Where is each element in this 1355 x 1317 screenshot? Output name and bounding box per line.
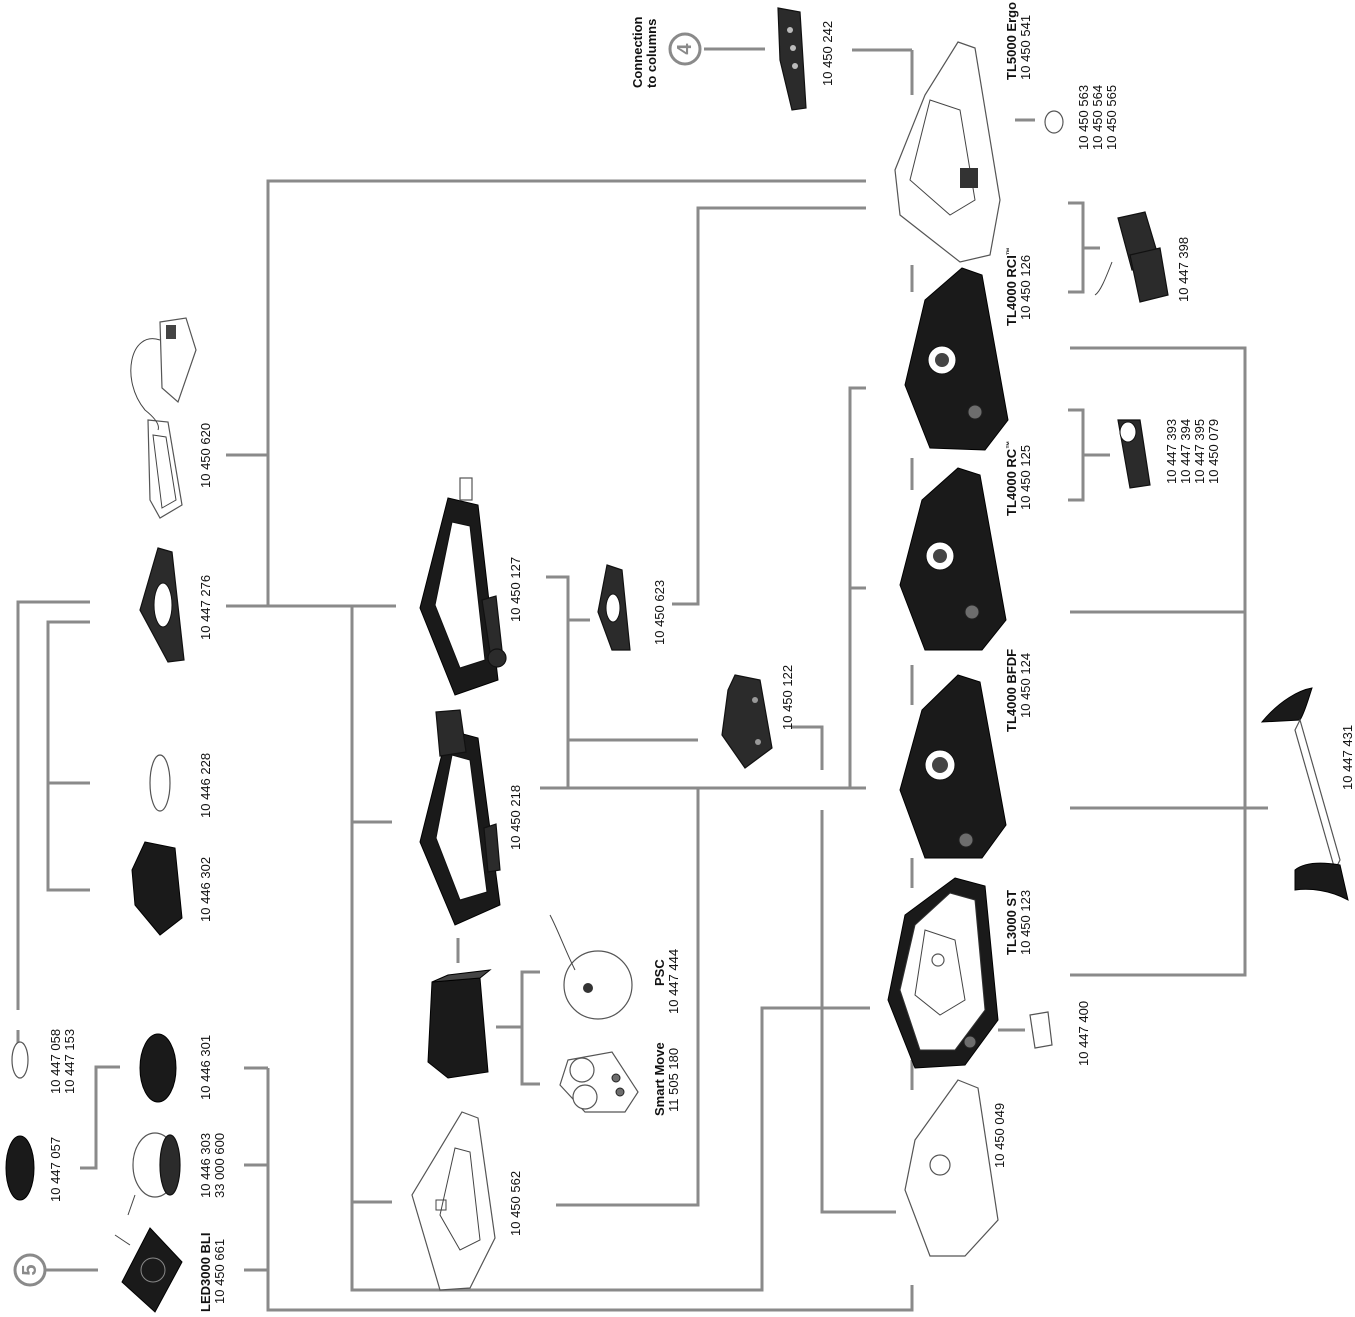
code-10450623: 10 450 623 bbox=[652, 580, 667, 645]
tl4000-rc-code: 10 450 125 bbox=[1018, 445, 1033, 510]
code-10447276: 10 447 276 bbox=[198, 575, 213, 640]
light-pad-620 bbox=[130, 317, 197, 519]
code-10447153: 10 447 153 bbox=[62, 1029, 77, 1094]
code-10446303: 10 446 303 bbox=[198, 1133, 213, 1198]
tl5000-ergo-base bbox=[894, 41, 1001, 263]
code-10450563: 10 450 563 bbox=[1076, 85, 1091, 150]
code-10447057: 10 447 057 bbox=[48, 1137, 63, 1202]
code-10450127: 10 450 127 bbox=[508, 557, 523, 622]
tl3000-st-name: TL3000 ST bbox=[1004, 890, 1019, 955]
connection-label-1: Connection bbox=[630, 16, 645, 88]
mechanical-stage-127 bbox=[419, 477, 507, 696]
code-10447058: 10 447 058 bbox=[48, 1029, 63, 1094]
tl4000-rci-code: 10 450 126 bbox=[1018, 255, 1033, 320]
tl4000-bfdf-name: TL4000 BFDF bbox=[1004, 649, 1019, 732]
connector-lines bbox=[16, 47, 1268, 1312]
smart-move-controller-part bbox=[559, 1051, 639, 1113]
code-10447398: 10 447 398 bbox=[1176, 237, 1191, 302]
code-10447393: 10 447 393 bbox=[1164, 419, 1179, 484]
dark-ring-302 bbox=[131, 841, 183, 936]
tl4000-rc-name: TL4000 RC™ bbox=[1004, 441, 1019, 516]
column-connector-part bbox=[777, 7, 807, 111]
led3000-bli-name: LED3000 BLI bbox=[198, 1233, 213, 1312]
armrest-part bbox=[1260, 687, 1349, 901]
code-10450122: 10 450 122 bbox=[780, 665, 795, 730]
connection-label-2: to columns bbox=[644, 19, 659, 88]
smart-move-code: 11 505 180 bbox=[666, 1048, 681, 1112]
dark-filter-057 bbox=[5, 1135, 35, 1201]
holder-block-part bbox=[721, 674, 773, 769]
svg-text:4: 4 bbox=[674, 43, 696, 55]
psc-name: PSC bbox=[652, 959, 667, 986]
led3000-bli-code: 10 450 661 bbox=[212, 1239, 227, 1304]
labels: Connection to columns 10 450 242 TL5000 … bbox=[48, 2, 1355, 1312]
code-10447394: 10 447 394 bbox=[1178, 419, 1193, 484]
tl4000-rci-name: TL4000 RCI™ bbox=[1004, 247, 1019, 326]
tl4000-bfdf-base bbox=[899, 674, 1007, 859]
tl5000-ergo-code: 10 450 541 bbox=[1018, 15, 1033, 80]
tl4000-bfdf-code: 10 450 124 bbox=[1018, 653, 1033, 718]
tl3000-st-code: 10 450 123 bbox=[1018, 890, 1033, 955]
code-10450049: 10 450 049 bbox=[992, 1103, 1007, 1168]
code-10447400: 10 447 400 bbox=[1076, 1001, 1091, 1066]
stage-plate-562 bbox=[411, 1111, 496, 1291]
code-10450218: 10 450 218 bbox=[508, 785, 523, 850]
led3000-bli-part bbox=[114, 1227, 183, 1313]
code-33000600: 33 000 600 bbox=[212, 1133, 227, 1198]
code-10450565: 10 450 565 bbox=[1104, 85, 1119, 150]
glass-plate-part bbox=[904, 1079, 999, 1257]
code-10450620: 10 450 620 bbox=[198, 423, 213, 488]
code-10450562: 10 450 562 bbox=[508, 1171, 523, 1236]
lamp-housing-303 bbox=[127, 1132, 181, 1216]
mechanical-stage-218 bbox=[419, 709, 501, 926]
code-10446302: 10 446 302 bbox=[198, 857, 213, 922]
ring-frame-276 bbox=[139, 547, 185, 663]
smart-move-name: Smart Move bbox=[652, 1042, 667, 1116]
psc-code: 10 447 444 bbox=[666, 949, 681, 1014]
controller-box-part bbox=[427, 969, 492, 1079]
code-10447395: 10 447 395 bbox=[1192, 419, 1207, 484]
filter-228 bbox=[149, 754, 171, 812]
callout-circle-4: 4 bbox=[668, 32, 702, 66]
code-10447431: 10 447 431 bbox=[1340, 725, 1355, 790]
tl4000-rc-base bbox=[899, 467, 1007, 651]
tl3000-st-base bbox=[887, 877, 999, 1069]
callout-circle-5: 5 bbox=[13, 1253, 47, 1287]
svg-text:5: 5 bbox=[19, 1264, 41, 1275]
clip-part bbox=[1029, 1011, 1053, 1049]
foot-switch-part bbox=[1094, 211, 1169, 303]
code-10446228: 10 446 228 bbox=[198, 753, 213, 818]
code-10450079: 10 450 079 bbox=[1206, 419, 1221, 484]
psc-controller-part bbox=[549, 914, 633, 1020]
tl5000-ergo-name: TL5000 Ergo bbox=[1004, 2, 1019, 80]
insert-plate-part bbox=[1117, 419, 1151, 489]
code-10450564: 10 450 564 bbox=[1090, 85, 1105, 150]
filter-058 bbox=[11, 1041, 29, 1079]
adapter-plate-part bbox=[597, 564, 631, 651]
dark-disk-301 bbox=[139, 1033, 177, 1103]
code-10450242: 10 450 242 bbox=[820, 21, 835, 86]
code-10446301: 10 446 301 bbox=[198, 1035, 213, 1100]
filter-oval-part bbox=[1044, 110, 1064, 134]
tl4000-rci-base bbox=[904, 267, 1009, 451]
